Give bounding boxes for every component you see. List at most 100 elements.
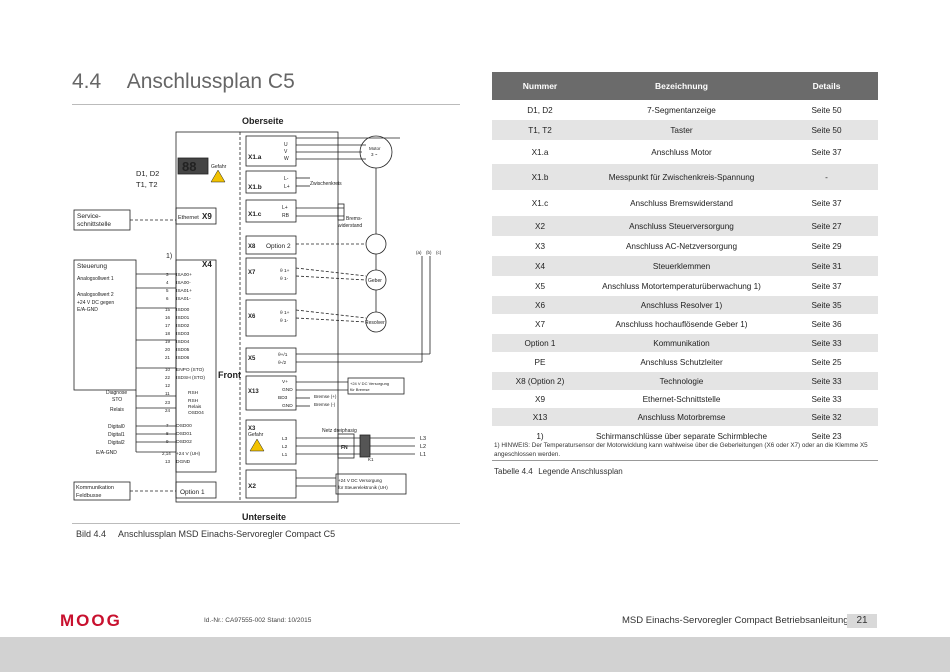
x3-pin: L3 <box>282 436 288 442</box>
x4-signal: RSH <box>188 390 199 396</box>
cell-details: Seite 35 <box>775 296 878 314</box>
digital0-label: Digital0 <box>108 424 125 430</box>
x4-pin: 2,14 <box>162 451 171 456</box>
x4-signal: ISA01+ <box>176 288 192 294</box>
x1a-pin: V <box>284 149 288 155</box>
x1a-pin: U <box>284 142 288 148</box>
x13-block <box>245 375 297 411</box>
cell-nummer: X2 <box>492 216 588 236</box>
x1a-pin: W <box>284 156 289 162</box>
gefahr-label: Gefahr <box>248 432 264 438</box>
x4-pin: 6 <box>166 296 169 301</box>
cell-bezeichnung: Ethernet-Schnittstelle <box>642 394 721 404</box>
x5-block <box>245 347 297 373</box>
x9-label: X9 <box>202 212 212 221</box>
cell-details: Seite 25 <box>811 357 842 367</box>
x1a-label: X1.a <box>248 154 262 161</box>
x2-block <box>245 469 297 499</box>
x4-signal: ISA01- <box>176 296 191 302</box>
x4-pin: 23 <box>165 400 171 405</box>
oberseite-label: Oberseite <box>242 116 284 126</box>
x7-block <box>245 257 297 295</box>
analog2-label: Analogsollwert 2 <box>77 292 114 298</box>
front-label: Front <box>218 370 241 380</box>
figure-title: Anschlussplan MSD Einachs-Servoregler Co… <box>118 529 336 539</box>
manual-title: MSD Einachs-Servoregler Compact Betriebs… <box>622 615 849 626</box>
table-caption: Tabelle 4.4 Legende Anschlussplan <box>494 467 623 476</box>
t1t2-label: T1, T2 <box>136 180 158 189</box>
cell-details: - <box>775 164 878 190</box>
table-footnote: 1) HINWEIS: Der Temperatursensor der Mot… <box>494 442 868 458</box>
cell-nummer: Option 1 <box>492 334 588 352</box>
motor-label: Motor <box>369 146 381 151</box>
x4-pin: 22 <box>165 375 171 380</box>
warning-icon <box>249 438 265 452</box>
x5-label: X5 <box>248 356 256 362</box>
cell-nummer: X13 <box>492 408 588 426</box>
option2-label: Option 2 <box>266 243 291 250</box>
ethernet-label: Ethernet <box>178 215 199 221</box>
cell-bezeichnung: Anschluss Motorbremse <box>588 408 775 426</box>
x1c-pin: L+ <box>282 205 288 211</box>
brems-label: widerstand <box>338 223 362 229</box>
unterseite-label: Unterseite <box>242 512 286 520</box>
x3-block <box>245 419 297 465</box>
x4-signal: OSD04 <box>188 410 204 416</box>
header-details: Details <box>775 72 878 100</box>
option1-label: Option 1 <box>180 489 205 496</box>
x1b-pin: L+ <box>284 184 290 190</box>
figure-rule <box>72 523 460 524</box>
x4-pin: 5 <box>166 288 169 293</box>
x7-pin: ϑ 1+ <box>280 268 290 274</box>
cell-details: Seite 27 <box>775 216 878 236</box>
cell-bezeichnung: Anschluss Steuerversorgung <box>588 216 775 236</box>
x2-supply-label: +24 V DC Versorgung <box>338 478 382 483</box>
page-number: 21 <box>847 614 877 628</box>
steuerung-box <box>73 259 137 391</box>
x4-signal: OSD01 <box>176 431 192 437</box>
v24-label: +24 V DC gegen <box>77 300 114 306</box>
x4-signal: ISD05 <box>176 347 190 353</box>
cell-bezeichnung: Kommunikation <box>588 334 775 352</box>
x4-pin: 19 <box>165 339 171 344</box>
service-label: Service- <box>77 213 101 220</box>
cell-nummer: X1.c <box>531 198 549 208</box>
x8-label: X8 <box>248 244 256 250</box>
x1c-block <box>245 199 297 223</box>
gefahr-label: Gefahr <box>211 164 227 170</box>
x4-signal: ISD00 <box>176 307 190 313</box>
cell-nummer: PE <box>534 357 546 367</box>
bremse-minus-label: Bremse (-) <box>314 402 336 407</box>
section-title: Anschlussplan C5 <box>126 70 295 93</box>
x4-signal: ISA00- <box>176 280 191 286</box>
table-caption-label: Tabelle 4.4 <box>494 467 533 476</box>
digital2-label: Digital2 <box>108 440 125 446</box>
abc-label: (a) <box>416 250 422 255</box>
x4-signal: RSH <box>188 398 199 404</box>
header-nummer: Nummer <box>492 72 588 100</box>
x4-pin: 3 <box>166 272 169 277</box>
x4-signal: ISD03 <box>176 331 190 337</box>
x6-label: X6 <box>248 314 256 320</box>
x1c-label: X1.c <box>248 211 262 218</box>
moog-logo: MOOG <box>60 611 122 630</box>
cell-details: Seite 37 <box>811 281 842 291</box>
x4-pin: 17 <box>165 323 171 328</box>
figure-caption: Bild 4.4 Anschlussplan MSD Einachs-Servo… <box>76 529 335 539</box>
cell-bezeichnung: Technologie <box>588 372 775 390</box>
cell-details: Seite 33 <box>775 372 878 390</box>
warning-icon <box>210 169 226 183</box>
cell-details: Seite 37 <box>811 198 842 208</box>
x13-supply-label: +24 V DC Versorgung <box>350 381 389 386</box>
x4-signal: OSD02 <box>176 439 192 445</box>
d1d2-label: D1, D2 <box>136 169 159 178</box>
